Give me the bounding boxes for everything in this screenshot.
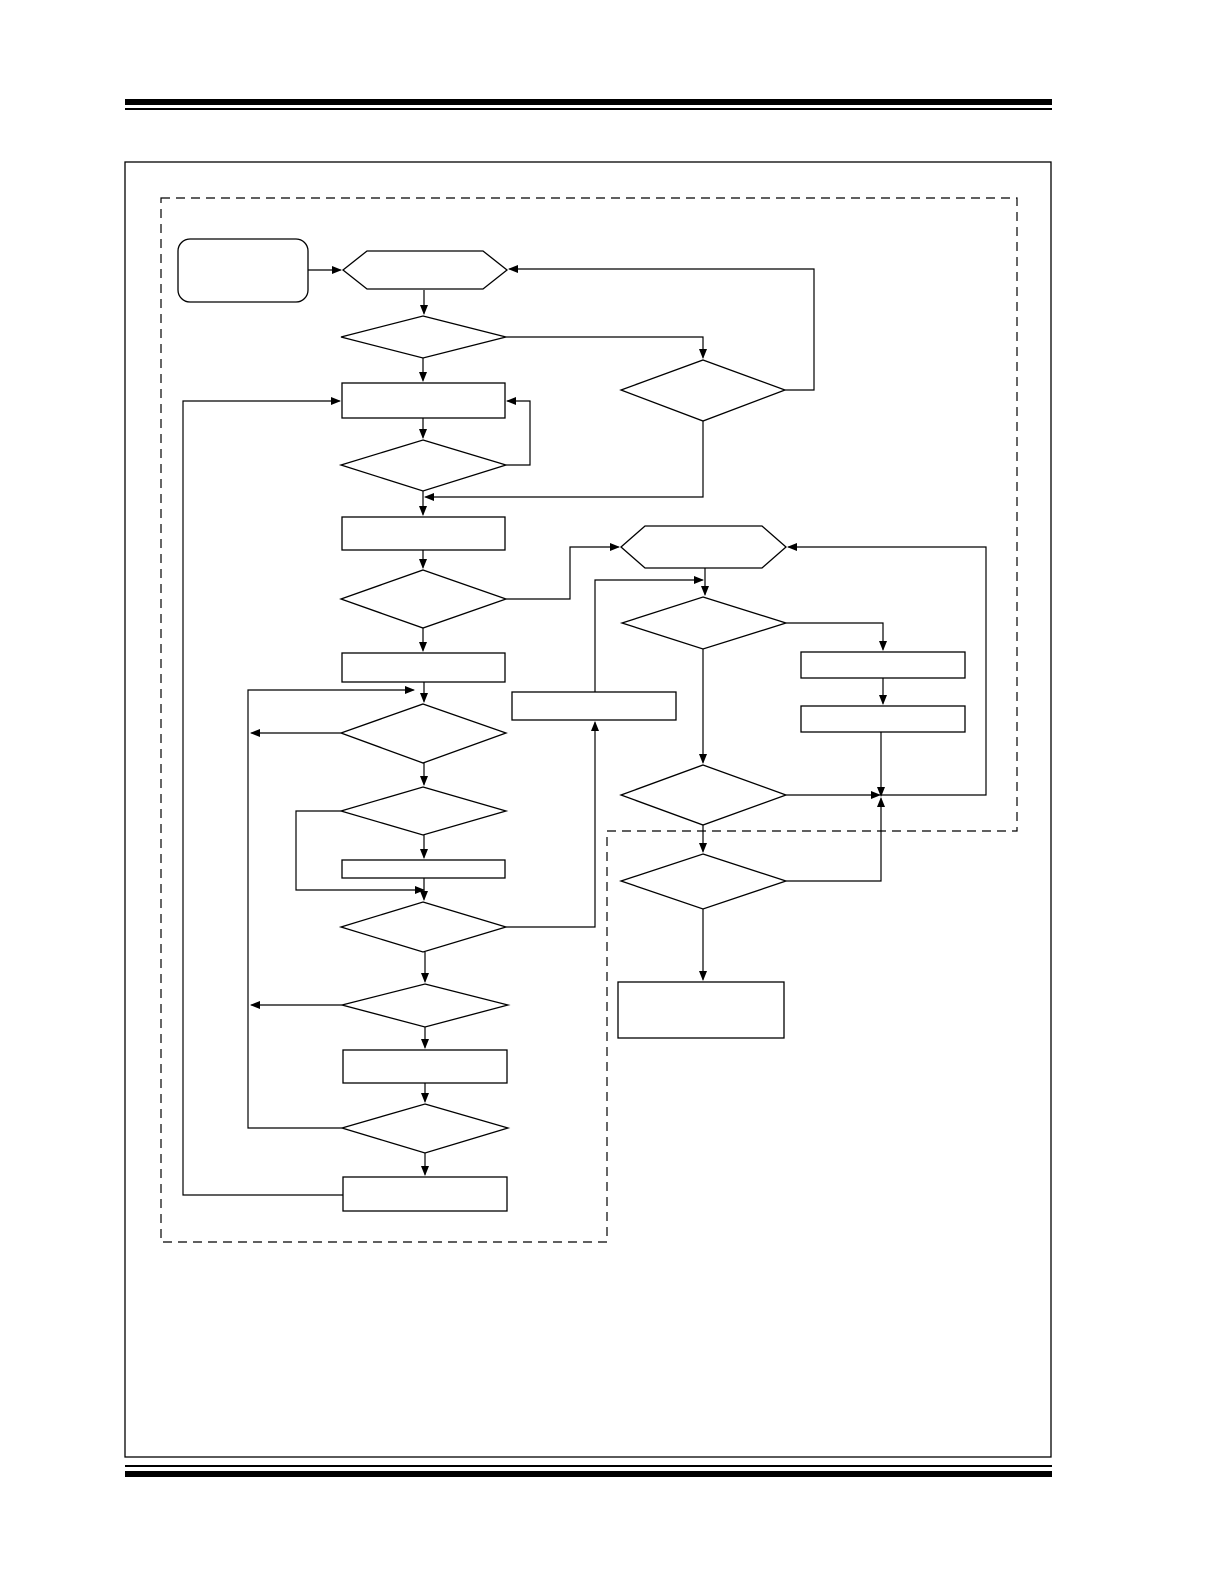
node-decision-r2: [619, 764, 788, 826]
node-process-5: [342, 1049, 508, 1084]
header-rule-thick: [125, 99, 1052, 105]
footer-rule-thick: [125, 1471, 1052, 1477]
node-decision-8: [339, 1103, 511, 1154]
node-decision-7: [339, 983, 511, 1028]
node-decision-r1: [619, 596, 789, 650]
figure-frame: [124, 161, 1052, 1458]
node-decision-3: [339, 569, 508, 629]
node-decision-4: [339, 703, 508, 764]
node-start: [177, 238, 309, 303]
node-decision-5: [338, 786, 509, 836]
node-end: [617, 981, 785, 1039]
connectors: [182, 265, 987, 1196]
node-process-2: [341, 516, 506, 551]
node-process-1: [341, 382, 506, 419]
node-decision-2: [338, 439, 509, 492]
node-decision-6: [338, 901, 509, 953]
footer-rule-thin: [125, 1465, 1052, 1467]
node-process-r2: [800, 705, 966, 733]
node-process-mid: [511, 691, 677, 721]
node-decision-a: [619, 359, 787, 422]
node-decision-r3: [618, 853, 789, 910]
node-process-4: [341, 859, 506, 879]
node-prep1: [341, 250, 509, 290]
node-process-3: [341, 652, 506, 683]
node-prep2: [620, 525, 787, 569]
dashed-region-outline: [160, 197, 1018, 1243]
header-rule-thin: [125, 108, 1052, 110]
node-decision-1: [340, 315, 507, 359]
node-process-r1: [800, 651, 966, 679]
node-process-6: [342, 1176, 508, 1212]
